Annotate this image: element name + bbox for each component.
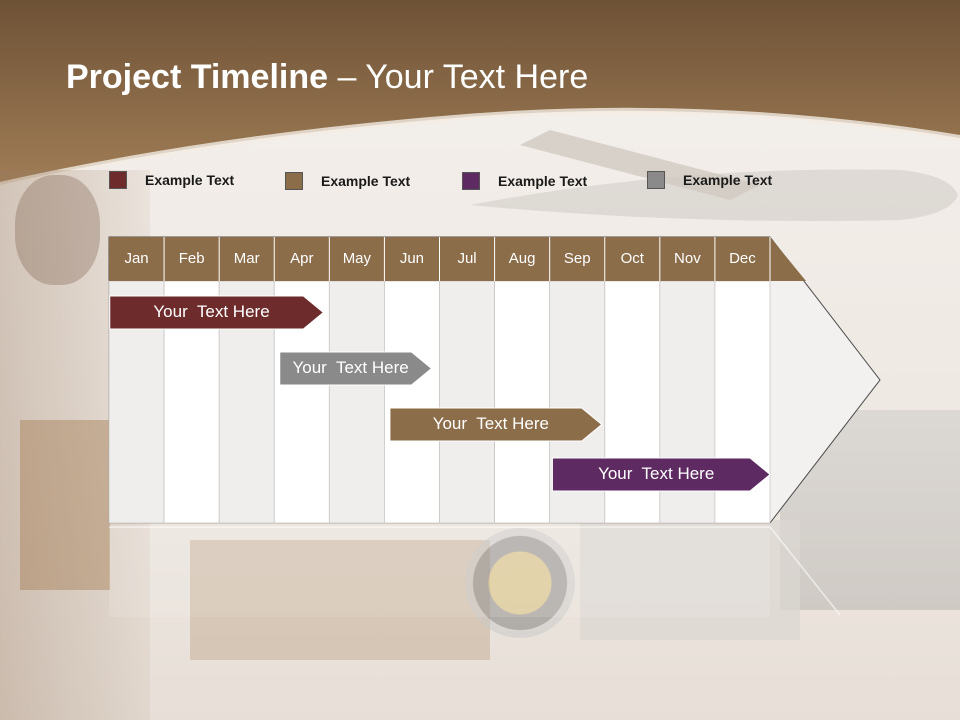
- month-label: Jan: [124, 250, 149, 267]
- timeline-bar: [109, 295, 325, 330]
- slide-title: Project Timeline – Your Text Here: [66, 58, 588, 97]
- timeline-bar-label: Your Text Here: [153, 302, 270, 321]
- month-label: Jun: [399, 250, 425, 267]
- month-label: Nov: [674, 250, 701, 267]
- legend-swatch: [647, 171, 665, 189]
- person-face: [15, 175, 100, 285]
- clock-photo: [465, 528, 575, 638]
- month-column: [328, 280, 385, 524]
- van-photo: [580, 520, 800, 640]
- airplane-photo: [470, 130, 958, 221]
- legend-swatch: [109, 171, 127, 189]
- title-bold: Project Timeline: [66, 58, 329, 96]
- timeline-bar-label: Your Text Here: [292, 358, 409, 377]
- month-label: May: [342, 250, 372, 267]
- legend-swatch: [285, 172, 303, 190]
- legend-swatch: [462, 172, 480, 190]
- month-label: Oct: [620, 250, 644, 267]
- timeline-bar-label: Your Text Here: [432, 414, 549, 433]
- timeline-bar: [279, 351, 433, 386]
- month-label: Apr: [290, 250, 314, 267]
- legend-label: Example Text: [498, 173, 588, 189]
- legend-label: Example Text: [145, 172, 235, 188]
- month-label: Feb: [178, 250, 205, 267]
- month-label: Dec: [729, 250, 756, 267]
- legend-label: Example Text: [683, 172, 773, 188]
- month-label: Aug: [508, 250, 536, 267]
- reflection-edge: [109, 526, 841, 616]
- month-column: [384, 280, 440, 524]
- legend-label: Example Text: [321, 173, 411, 189]
- month-column: [494, 280, 551, 524]
- title-rest: – Your Text Here: [328, 58, 589, 96]
- reflection-band: [109, 527, 770, 617]
- timeline-bar-label: Your Text Here: [598, 464, 715, 483]
- month-header: [109, 237, 806, 281]
- month-label: Sep: [563, 250, 591, 267]
- timeline-bar: [551, 457, 771, 492]
- carton-photo: [20, 420, 110, 590]
- month-label: Mar: [233, 250, 260, 267]
- timeline-bar: [389, 407, 603, 442]
- month-column: [439, 280, 495, 524]
- boxes-photo: [190, 540, 490, 660]
- month-label: Jul: [457, 250, 477, 267]
- header-banner: [0, 0, 960, 188]
